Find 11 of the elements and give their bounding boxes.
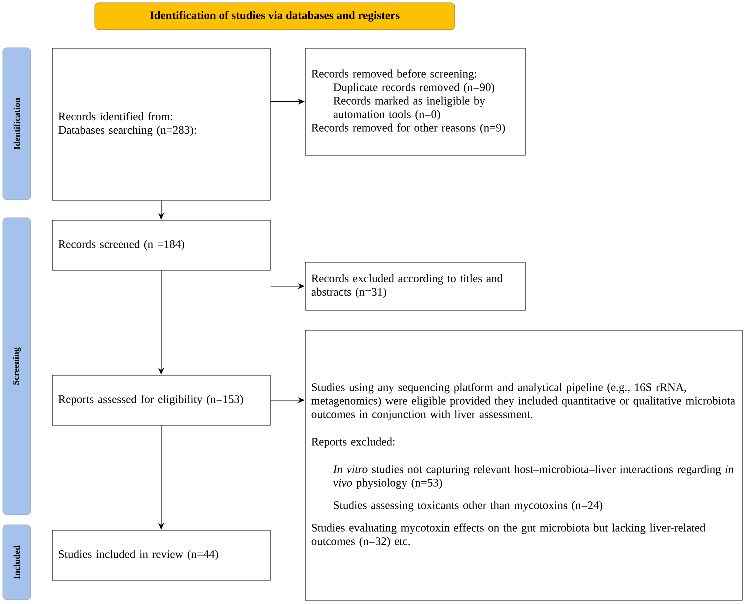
section-banner: Identification of studies via databases and registers [94,2,456,30]
process-box: Records removed before screening: Duplicate records removed (n=90) Records marked as ineligible by automation tools (n=0) Records removed for other reasons (n=9) [305,48,526,156]
process-box: Records excluded according to titles and abstracts (n=31) [305,262,526,311]
process-box: Studies using any sequencing platform and analytical pipeline (e.g., 16S rRNA, metagenomics) were eligible provided they included quantitative or qualitative microbiota outcomes in conjunction with liver assessment. Reports excluded: In vitro studies not capturing relevant host–microbiota–liver interactions regarding in vivo physiology (n=53) Studies assessing toxicants other than mycotoxins (n=24) Studies evaluating mycotoxin effects on the gut microbiota but lacking liver-related outcomes (n=32) etc. [305,330,743,601]
phase-band: Screening [2,218,32,516]
process-box: Records identified from: Databases searching (n=283): [52,48,271,201]
phase-band: Identification [2,48,32,200]
process-box: Studies included in review (n=44) [52,530,271,581]
phase-band: Included [2,524,32,600]
process-box: Records screened (n =184) [52,220,271,271]
process-box: Reports assessed for eligibility (n=153) [52,375,271,426]
